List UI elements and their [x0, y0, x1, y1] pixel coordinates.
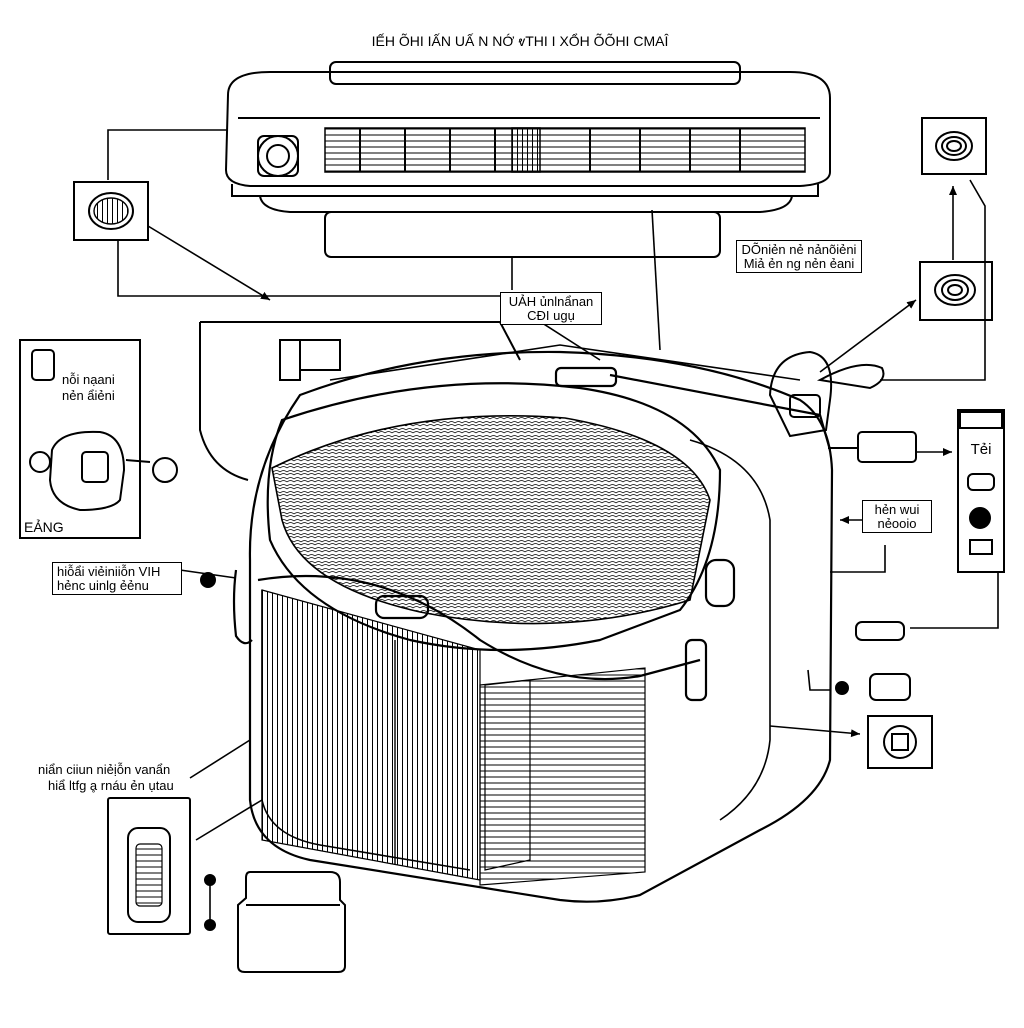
callout-box-coil-2	[919, 261, 993, 321]
label-low-left-line-2: hiẩ ltfg ḁ rnáu ẻn ụtau	[48, 778, 174, 793]
label-mid-left-line-2: hẻnc uinlg ẻẻnu	[52, 578, 182, 595]
callout-box-bottom-right	[867, 715, 933, 769]
callout-box-coil-1	[921, 117, 987, 175]
indoor-unit	[224, 61, 831, 258]
callout-box-left-part	[19, 339, 141, 539]
label-left-line-1: nỗi nạani	[62, 372, 115, 387]
label-left-bottom: EẢNG	[24, 519, 64, 535]
label-panel-header: Tẻi	[970, 441, 992, 458]
callout-box-right-panel	[957, 409, 1005, 573]
label-top-right-line-1: DÕniẻn nẻ nảnõiẻni	[736, 240, 862, 257]
callout-box-bottom-left	[107, 797, 191, 935]
diagram-title: IẾH ÕHI IẤN UẤ N NỚ ⱴTHI I XỔH ÕÕHI CMAÎ	[371, 33, 669, 49]
label-center-line-2: CĐI ugụ	[500, 308, 602, 325]
label-right-line-2: nẻooio	[862, 516, 932, 533]
label-left-line-2: nẻn ẩiẻni	[62, 388, 115, 403]
main-unit-body	[232, 344, 834, 903]
label-center-line-1: UẢH ủnlnẩnan	[500, 292, 602, 309]
small-container	[237, 871, 346, 973]
label-top-right-line-2: Miả ẻn ng nẻn ẻani	[736, 256, 862, 273]
label-mid-left-line-1: hiỗẩi viẻiniiỗn VIH	[52, 562, 182, 579]
label-low-left-line-1: niẩn ciiun niẻịỗn vanẩn	[38, 762, 171, 777]
label-right-line-1: hẻn wui	[862, 500, 932, 517]
callout-box-top-left	[73, 181, 149, 241]
side-fitting	[768, 350, 917, 463]
